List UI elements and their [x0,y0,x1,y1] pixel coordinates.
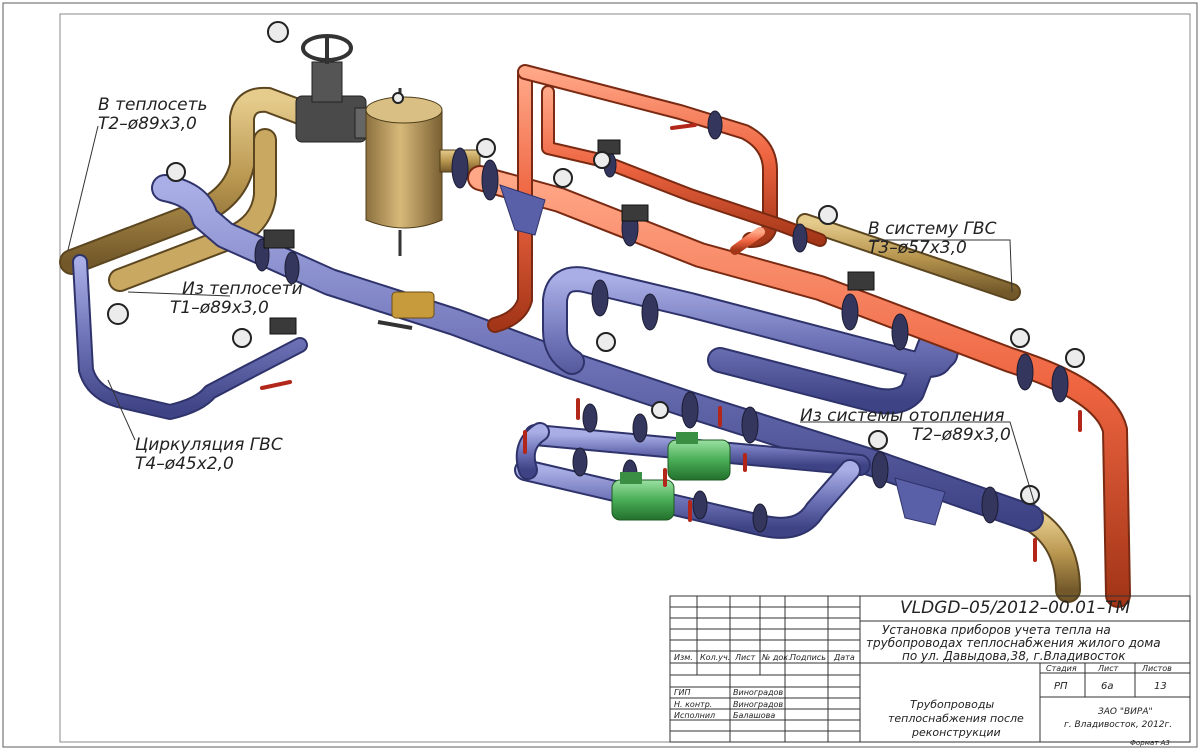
description-line-2: трубопроводах теплоснабжения жилого дома [866,636,1161,650]
organization-city-year: г. Владивосток, 2012г. [1064,720,1173,730]
role-norm-control: Н. контр. [674,700,713,709]
sheet-label: Лист [1098,664,1119,673]
from-network-label: Из теплосети [182,279,303,299]
sheet-title-line-1: Трубопроводы [910,698,995,711]
strainers [499,184,946,526]
mud-separator-tank [365,88,481,256]
header-doc: № док. [762,653,791,662]
sheets-value: 13 [1154,681,1167,692]
from-network-spec: Т1–ø89х3,0 [170,298,269,318]
paper-format: Формат А3 [1130,739,1170,747]
from-heating-spec: Т2–ø89х3,0 [912,425,1011,445]
circulation-spec: Т4–ø45х2,0 [135,454,234,474]
role-executor: Исполнил [674,711,716,720]
brass-ball-valve [377,291,435,330]
supply-line-from-network [72,174,1044,539]
title-block-grid [669,595,1191,743]
header-change: Изм. [674,653,693,662]
to-hws-label: В систему ГВС [868,219,997,239]
role-chief-engineer: ГИП [674,688,691,697]
header-signature: Подпись [790,653,826,662]
stage-label: Стадия [1046,664,1077,673]
drawing-code: VLDGD–05/2012–00.01–ТМ [900,598,1131,618]
drain-taps [260,123,1082,562]
to-network-spec: Т2–ø89х3,0 [98,114,197,134]
name-chief-engineer: Виноградов [733,688,784,697]
leader-lines [67,125,1036,506]
header-qty: Кол.уч. [700,653,731,662]
from-heating-label: Из системы отопления [800,406,1005,426]
sheet-value: 6а [1101,681,1114,692]
inner-frame [59,13,1191,743]
flow-meters [263,139,875,335]
sheet-title-line-2: теплоснабжения после [888,712,1024,725]
description-line-1: Установка приборов учета тепла на [882,623,1111,637]
organization-name: ЗАО "ВИРА" [1098,707,1153,717]
stage-value: РП [1054,681,1068,692]
gate-valve-return [295,34,370,143]
description-line-3: по ул. Давыдова,38, г.Владивосток [902,649,1126,663]
circulation-pumps [611,432,731,521]
header-date: Дата [834,653,855,662]
sheets-label: Листов [1142,664,1172,673]
header-sheet: Лист [735,653,756,662]
sheet-title-line-3: реконструкции [912,726,1001,739]
name-executor: Балашова [733,711,776,720]
circulation-label: Циркуляция ГВС [135,435,283,455]
name-norm-control: Виноградов [733,700,784,709]
to-network-label: В теплосеть [98,95,208,115]
to-hws-spec: Т3–ø57х3,0 [868,238,967,258]
pressure-gauges [107,21,1085,505]
